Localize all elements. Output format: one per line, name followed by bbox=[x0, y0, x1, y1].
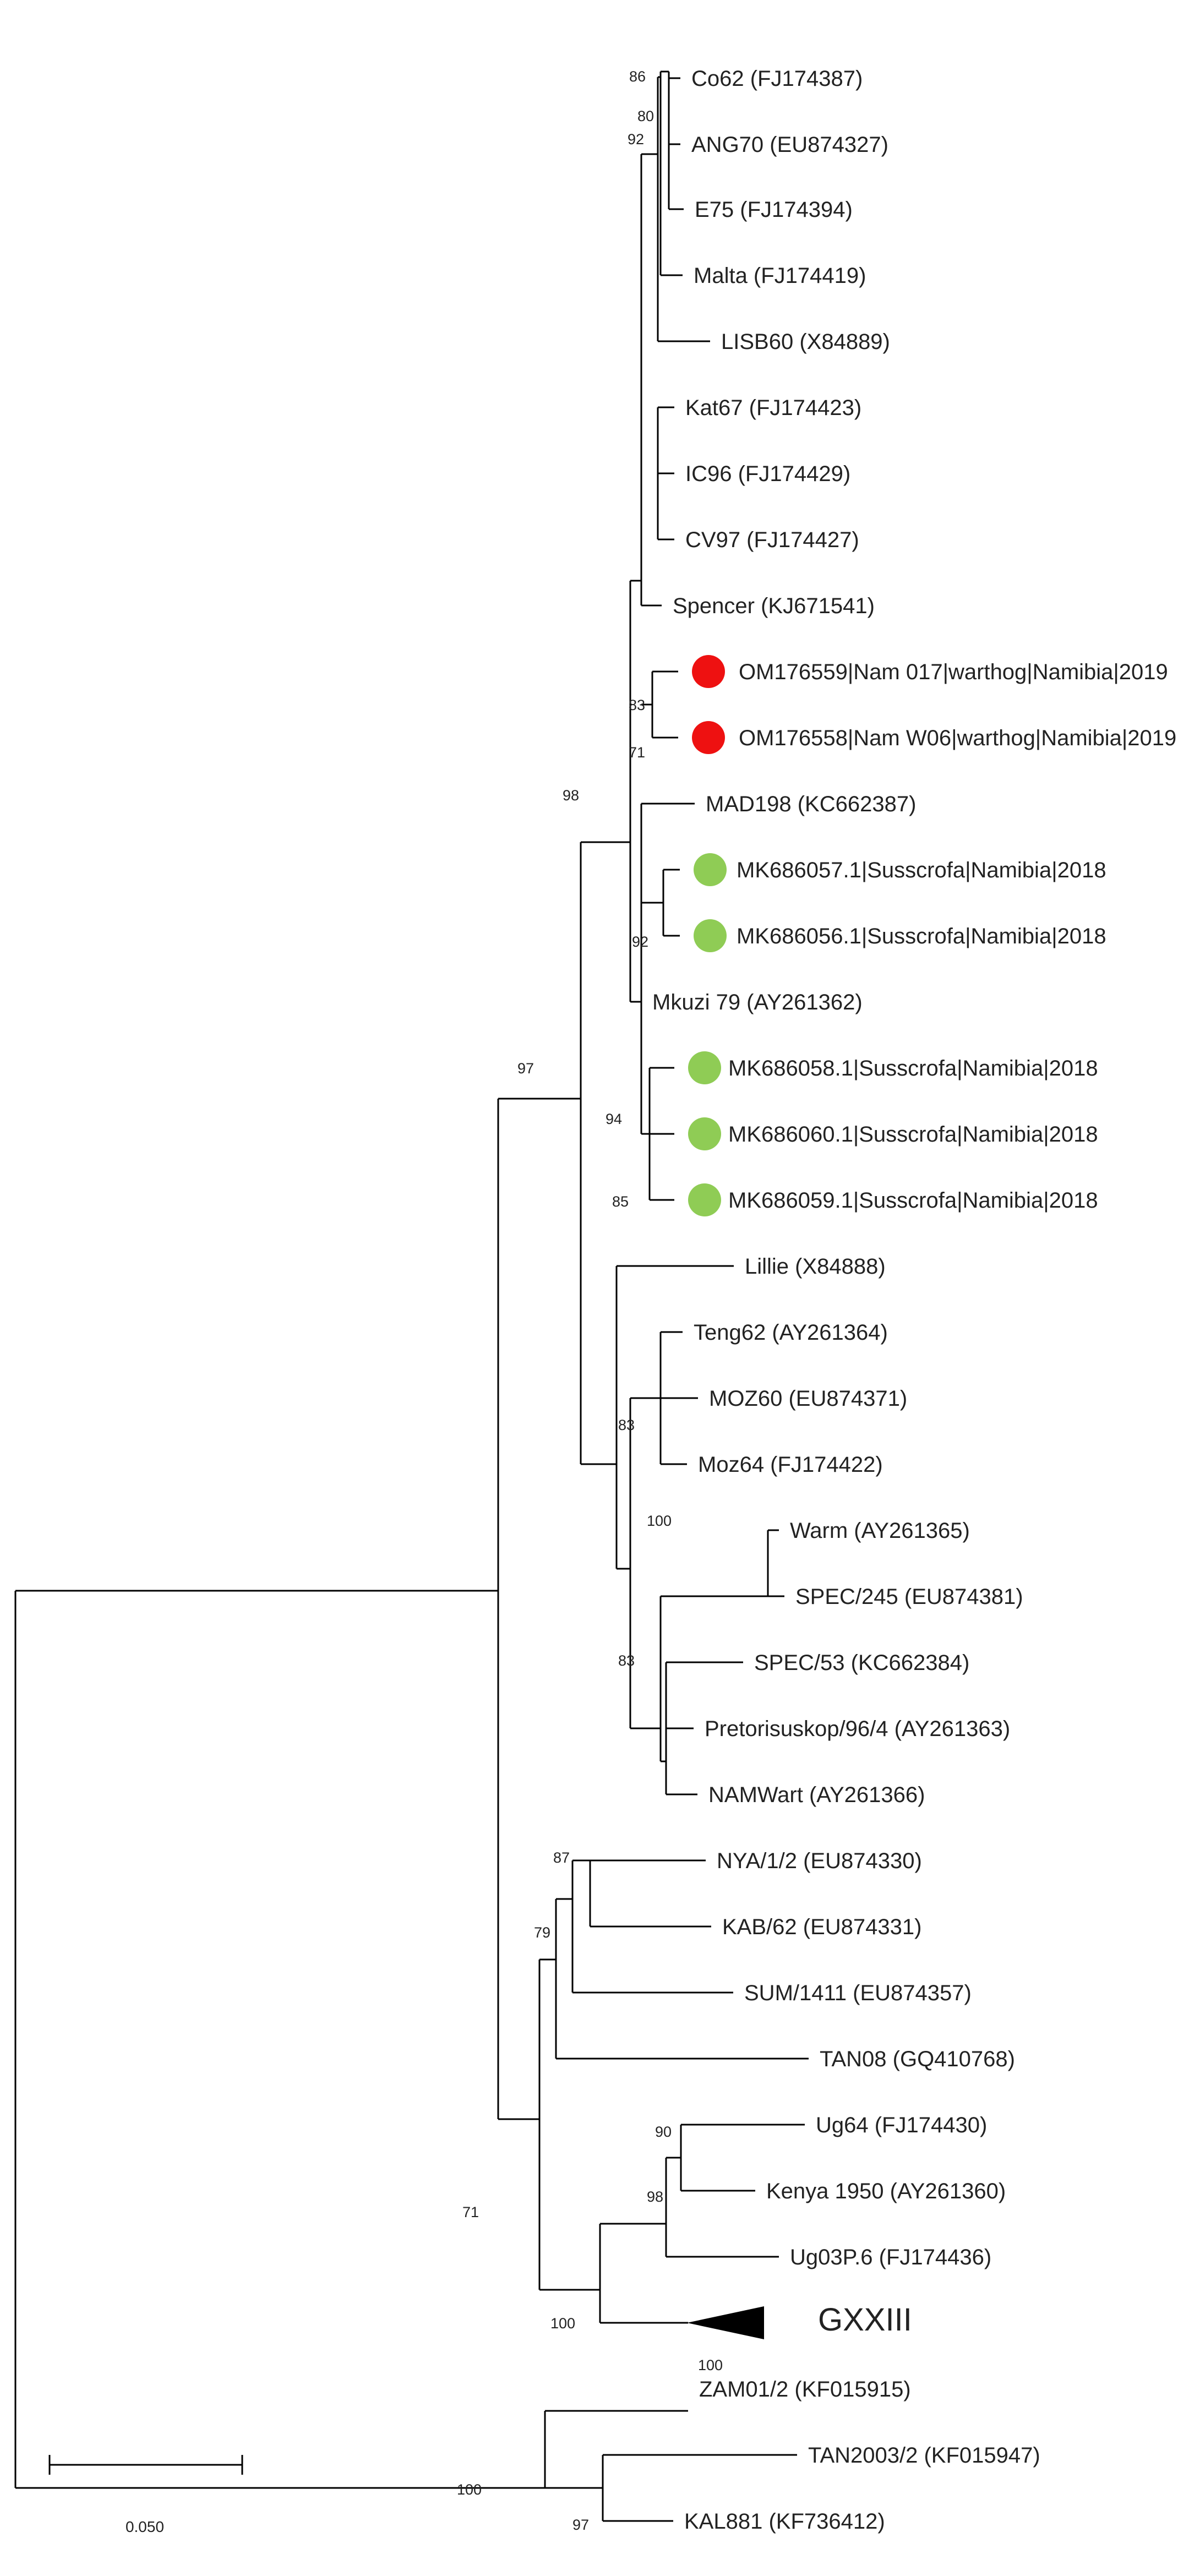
scale-bar: 0.050 bbox=[48, 2455, 243, 2535]
warthog-marker bbox=[692, 721, 725, 754]
susscrofa-marker bbox=[694, 853, 727, 886]
taxon-label: IC96 (FJ174429) bbox=[685, 462, 850, 486]
bootstrap-label: 83 bbox=[618, 1652, 635, 1669]
taxon-label: MK686057.1|Susscrofa|Namibia|2018 bbox=[737, 858, 1106, 882]
tree-labels: Co62 (FJ174387) ANG70 (EU874327) E75 (FJ17… bbox=[457, 67, 1176, 2534]
bootstrap-label: 90 bbox=[655, 2124, 672, 2140]
collapsed-clade-triangle bbox=[687, 2306, 764, 2339]
taxon-label: MK686056.1|Susscrofa|Namibia|2018 bbox=[737, 924, 1106, 948]
taxon-label: SPEC/53 (KC662384) bbox=[754, 1651, 969, 1675]
bootstrap-label: 71 bbox=[462, 2204, 479, 2220]
taxon-label: Ug03P.6 (FJ174436) bbox=[790, 2245, 991, 2269]
bootstrap-label: 94 bbox=[606, 1111, 622, 1127]
taxon-label: CV97 (FJ174427) bbox=[685, 528, 859, 552]
taxon-label: NAMWart (AY261366) bbox=[708, 1783, 925, 1807]
susscrofa-marker bbox=[694, 919, 727, 952]
bootstrap-label: 80 bbox=[637, 108, 654, 124]
taxon-label: Mkuzi 79 (AY261362) bbox=[652, 990, 863, 1014]
taxon-label: Moz64 (FJ174422) bbox=[698, 1453, 883, 1477]
bootstrap-label: 100 bbox=[550, 2315, 575, 2332]
bootstrap-label: 98 bbox=[647, 2188, 663, 2205]
taxon-label: KAB/62 (EU874331) bbox=[722, 1915, 921, 1939]
scale-bar-label: 0.050 bbox=[126, 2518, 164, 2535]
taxon-label: ZAM01/2 (KF015915) bbox=[699, 2377, 911, 2402]
taxon-label: TAN2003/2 (KF015947) bbox=[808, 2443, 1040, 2468]
taxon-label: TAN08 (GQ410768) bbox=[820, 2047, 1015, 2071]
bootstrap-label: 71 bbox=[629, 744, 645, 761]
taxon-label: E75 (FJ174394) bbox=[695, 198, 853, 222]
bootstrap-label: 87 bbox=[553, 1849, 570, 1866]
warthog-marker bbox=[692, 655, 725, 688]
taxon-label: SUM/1411 (EU874357) bbox=[744, 1981, 972, 2005]
bootstrap-label: 98 bbox=[563, 787, 579, 804]
taxon-label: GXXIII bbox=[818, 2302, 912, 2338]
taxon-label: OM176558|Nam W06|warthog|Namibia|2019 bbox=[739, 726, 1176, 750]
bootstrap-label: 83 bbox=[629, 697, 645, 713]
taxon-label: Teng62 (AY261364) bbox=[694, 1320, 888, 1345]
taxon-label: Lillie (X84888) bbox=[745, 1254, 886, 1279]
tree-markers bbox=[687, 655, 764, 2339]
taxon-label: MK686059.1|Susscrofa|Namibia|2018 bbox=[728, 1188, 1098, 1213]
taxon-label: SPEC/245 (EU874381) bbox=[795, 1585, 1023, 1609]
taxon-label: Malta (FJ174419) bbox=[694, 264, 866, 288]
taxon-label: OM176559|Nam 017|warthog|Namibia|2019 bbox=[739, 660, 1168, 684]
bootstrap-label: 97 bbox=[572, 2517, 589, 2533]
taxon-label: NYA/1/2 (EU874330) bbox=[717, 1849, 922, 1873]
taxon-label: LISB60 (X84889) bbox=[721, 330, 890, 354]
taxon-label: MK686060.1|Susscrofa|Namibia|2018 bbox=[728, 1122, 1098, 1147]
bootstrap-label: 92 bbox=[628, 131, 644, 148]
taxon-label: Ug64 (FJ174430) bbox=[816, 2113, 987, 2137]
susscrofa-marker bbox=[688, 1117, 721, 1150]
taxon-label: Kat67 (FJ174423) bbox=[685, 396, 861, 420]
taxon-label: Warm (AY261365) bbox=[790, 1519, 970, 1543]
susscrofa-marker bbox=[688, 1051, 721, 1084]
bootstrap-label: 86 bbox=[629, 68, 646, 85]
bootstrap-label: 100 bbox=[457, 2481, 482, 2498]
taxon-label: ANG70 (EU874327) bbox=[691, 133, 888, 157]
bootstrap-label: 100 bbox=[647, 1513, 672, 1529]
bootstrap-label: 85 bbox=[612, 1193, 629, 1210]
taxon-label: MAD198 (KC662387) bbox=[706, 792, 916, 816]
taxon-label: KAL881 (KF736412) bbox=[684, 2509, 885, 2534]
taxon-label: Spencer (KJ671541) bbox=[673, 594, 875, 618]
taxon-label: Pretorisuskop/96/4 (AY261363) bbox=[705, 1717, 1010, 1741]
bootstrap-label: 79 bbox=[534, 1924, 550, 1941]
bootstrap-label: 100 bbox=[698, 2357, 723, 2373]
bootstrap-label: 97 bbox=[517, 1060, 534, 1077]
taxon-label: MK686058.1|Susscrofa|Namibia|2018 bbox=[728, 1056, 1098, 1080]
taxon-label: MOZ60 (EU874371) bbox=[709, 1387, 907, 1411]
taxon-label: Co62 (FJ174387) bbox=[691, 67, 863, 91]
bootstrap-label: 92 bbox=[632, 934, 648, 950]
susscrofa-marker bbox=[688, 1183, 721, 1216]
taxon-label: Kenya 1950 (AY261360) bbox=[766, 2179, 1006, 2203]
tree-branches bbox=[14, 70, 809, 2522]
bootstrap-label: 83 bbox=[618, 1417, 635, 1433]
